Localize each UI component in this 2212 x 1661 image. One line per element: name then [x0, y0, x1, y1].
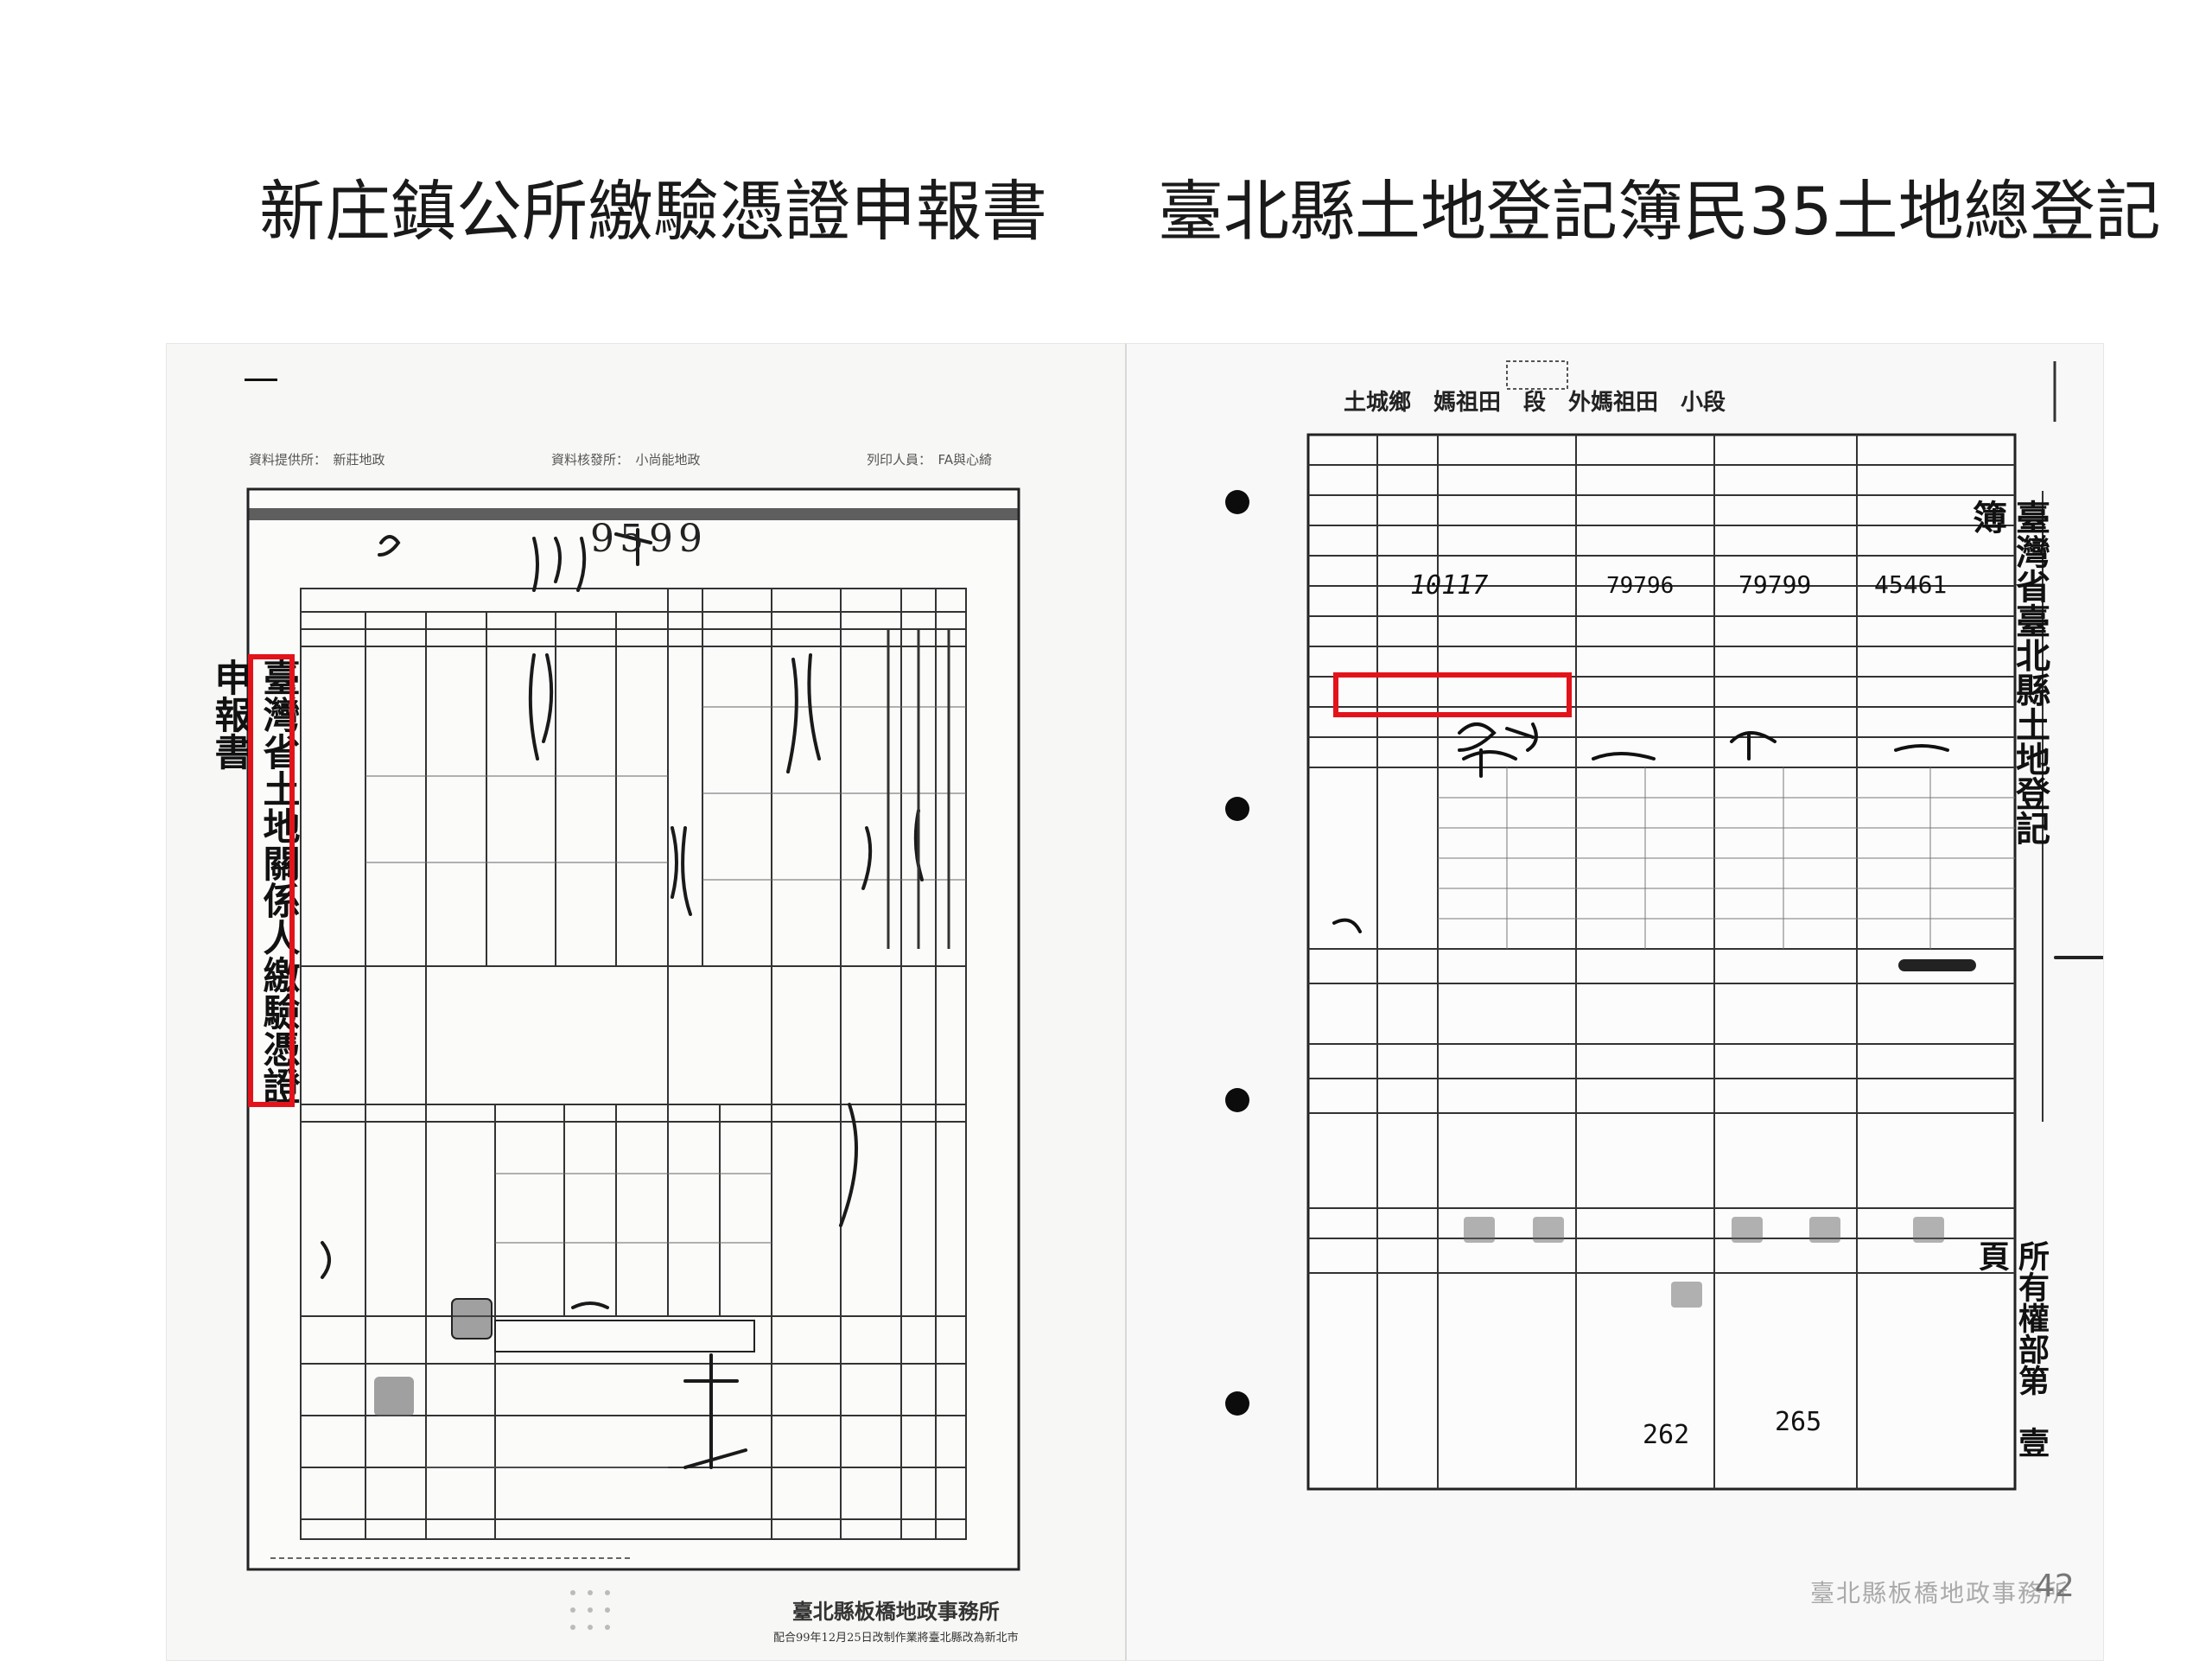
right-value-5: 262	[1643, 1420, 1690, 1450]
right-scan-form-graphics	[1225, 360, 2103, 1491]
right-vertical-page-note: 所有權部第 壹 頁	[1974, 1240, 2050, 1489]
dash-mark	[245, 379, 277, 381]
left-caption: 新庄鎮公所繳驗憑證申報書	[259, 173, 1047, 250]
right-office-stamp: 臺北縣板橋地政事務所	[1810, 1579, 2070, 1607]
left-header-fields: 資料提供所： 新莊地政 資料核發所： 小尚能地政 列印人員： FA與心綺	[249, 450, 992, 468]
right-scanned-document: 10117 79796 79799 45461 262 265	[1125, 343, 2104, 1661]
header-field-2: 資料核發所： 小尚能地政	[550, 452, 701, 468]
header-field-1: 資料提供所： 新莊地政	[249, 452, 385, 468]
left-scan-form-graphics	[246, 487, 1020, 1630]
left-office-name: 臺北縣板橋地政事務所	[791, 1599, 1000, 1624]
right-value-1: 10117	[1410, 570, 1489, 601]
left-highlight-box	[248, 654, 295, 1107]
right-value-3: 79799	[1738, 570, 1812, 599]
left-scanned-document: 資料提供所： 新莊地政 資料核發所： 小尚能地政 列印人員： FA與心綺 959…	[166, 343, 1127, 1661]
handwritten-number: 9599	[590, 517, 708, 561]
left-office-note: 配合99年12月25日改制作業將臺北縣改為新北市	[773, 1632, 1019, 1645]
header-field-3: 列印人員： FA與心綺	[866, 452, 992, 468]
right-land-header: 土城鄉 媽祖田 段 外媽祖田 小段	[1344, 390, 1726, 416]
right-highlight-box	[1333, 672, 1572, 717]
right-value-4: 45461	[1874, 570, 1948, 599]
page-number: 42	[2035, 1569, 2075, 1604]
left-office-footer: 臺北縣板橋地政事務所 配合99年12月25日改制作業將臺北縣改為新北市	[773, 1594, 1019, 1645]
right-value-2: 79796	[1606, 573, 1675, 599]
right-vertical-title: 臺灣省臺北縣土地登記簿	[1967, 500, 2050, 845]
right-value-6: 265	[1775, 1407, 1822, 1437]
right-caption: 臺北縣土地登記簿民35土地總登記	[1158, 173, 2161, 250]
